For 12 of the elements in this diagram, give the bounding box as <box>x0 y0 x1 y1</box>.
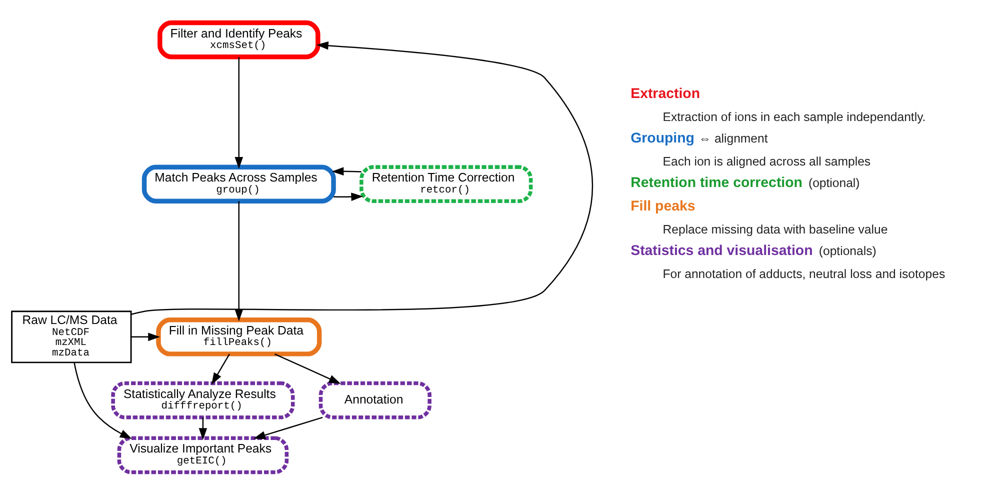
label: For annotation of adducts, neutral loss and isotopes <box>662 267 946 282</box>
label: Fill peaks <box>630 198 696 215</box>
label: Grouping <box>630 130 694 146</box>
label: Each ion is aligned across all samples <box>662 154 871 169</box>
label: Replace missing data with baseline value <box>662 222 888 237</box>
label: ⇔ alignment <box>698 131 768 146</box>
label: Retention time correction <box>630 174 802 191</box>
label: (optional) <box>808 176 860 190</box>
label: Extraction <box>630 86 700 102</box>
label: (optionals) <box>818 244 876 258</box>
label: Extraction of ions in each sample independantly. <box>662 110 926 124</box>
label: Statistics and visualisation <box>630 243 813 260</box>
